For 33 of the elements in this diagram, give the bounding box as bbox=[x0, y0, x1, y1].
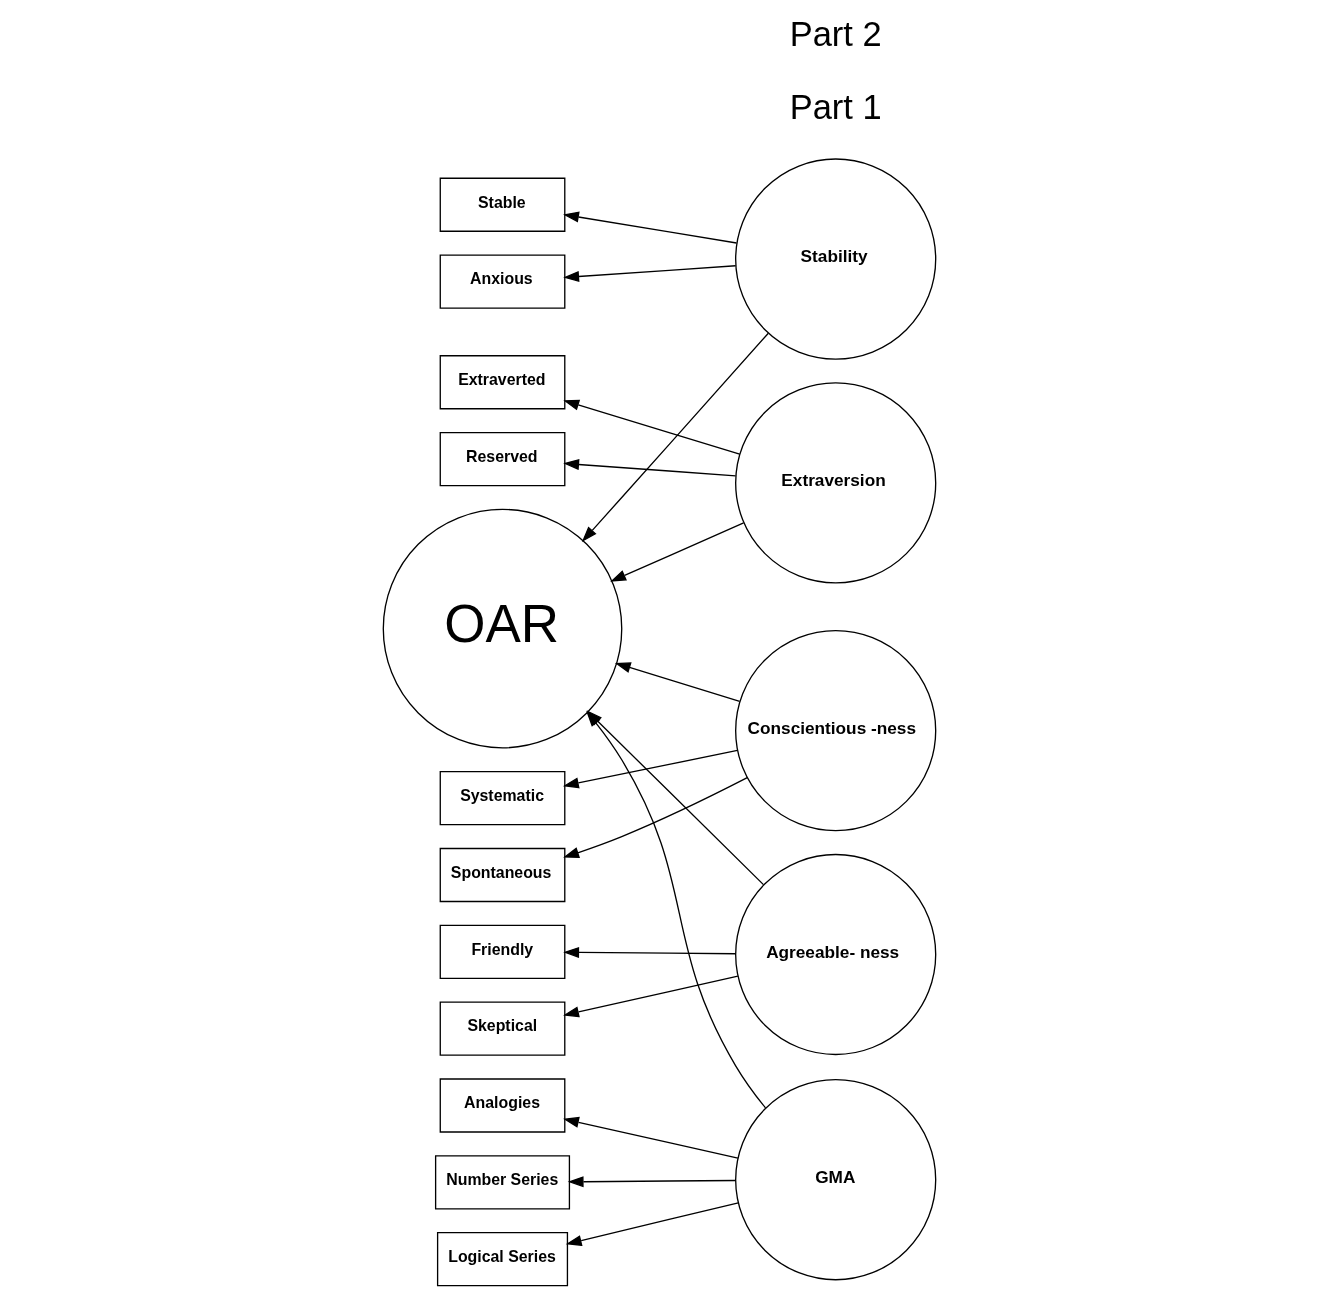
arrow bbox=[562, 211, 737, 244]
label: Part 1 bbox=[789, 88, 882, 127]
arrow bbox=[567, 1176, 736, 1188]
arrow bbox=[562, 458, 736, 477]
label: Part 2 bbox=[789, 15, 882, 54]
node-box: Reserved bbox=[439, 431, 565, 487]
arrow bbox=[562, 399, 740, 455]
node-circle: Extraversion bbox=[734, 382, 936, 584]
node-box: Spontaneous bbox=[439, 847, 565, 903]
node-circle: Agreeable- ness bbox=[734, 853, 936, 1056]
arrow bbox=[609, 522, 744, 582]
arrow bbox=[562, 777, 748, 858]
node-circle: GMA bbox=[734, 1079, 936, 1281]
node-box: Stable bbox=[439, 177, 565, 232]
node-circle: OAR bbox=[382, 508, 622, 749]
arrow bbox=[581, 332, 769, 542]
node-box: Anxious bbox=[439, 254, 565, 309]
arrow bbox=[562, 1116, 739, 1159]
node-box: Logical Series bbox=[436, 1232, 568, 1287]
node-circle: Stability bbox=[734, 158, 936, 360]
node-box: Number Series bbox=[434, 1155, 570, 1210]
arrow bbox=[562, 946, 736, 959]
arrow bbox=[562, 265, 736, 282]
node-box: Analogies bbox=[439, 1078, 565, 1133]
arrow bbox=[562, 975, 739, 1018]
arrow bbox=[614, 662, 740, 703]
node-circle: Conscientious -ness bbox=[734, 629, 936, 832]
arrow bbox=[562, 749, 738, 789]
node-box: Extraverted bbox=[439, 355, 565, 410]
node-box: Skeptical bbox=[439, 1001, 565, 1056]
node-box: Systematic bbox=[439, 771, 565, 826]
node-box: Friendly bbox=[439, 924, 565, 979]
arrow bbox=[565, 1202, 739, 1246]
